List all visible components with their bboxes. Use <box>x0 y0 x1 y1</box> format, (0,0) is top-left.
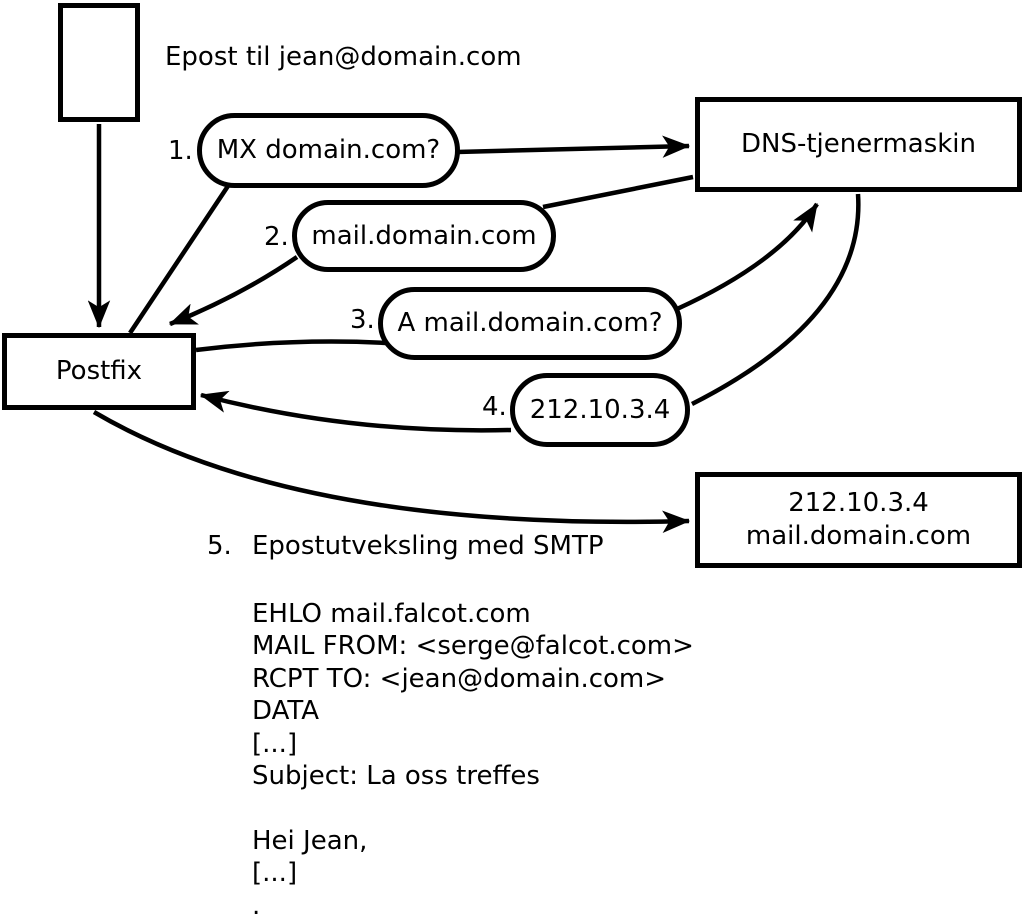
smtp-line-greeting: Hei Jean, <box>252 825 368 856</box>
smtp-line-rcptto: RCPT TO: <jean@domain.com> <box>252 663 667 694</box>
line-dns-to-reply2 <box>542 174 694 210</box>
smtp-line-blank <box>252 792 694 824</box>
step-number-5: 5. <box>207 531 232 561</box>
postfix-node: Postfix <box>2 333 196 410</box>
arrow-query1-to-dns <box>456 135 691 158</box>
arrow-postfix-to-mailserver <box>92 410 691 533</box>
step-number-4: 4. <box>482 392 507 422</box>
smtp-transcript: EHLO mail.falcot.com MAIL FROM: <serge@f… <box>252 598 694 919</box>
pill-mx-reply: mail.domain.com <box>292 200 556 272</box>
pill-a-reply: 212.10.3.4 <box>510 373 690 447</box>
smtp-line-terminator: . <box>252 890 261 919</box>
arrow-reply2-to-postfix <box>168 255 299 327</box>
pill-a-reply-label: 212.10.3.4 <box>529 394 671 425</box>
arrow-query3-to-dns <box>676 202 819 312</box>
smtp-line-data: DATA <box>252 696 319 727</box>
pill-a-query-label: A mail.domain.com? <box>397 308 663 338</box>
step-number-3: 3. <box>350 305 375 335</box>
mailserver-node: 212.10.3.4 mail.domain.com <box>695 472 1022 568</box>
pill-mx-query-label: MX domain.com? <box>216 135 441 165</box>
step-number-1: 1. <box>168 136 193 166</box>
message-box <box>58 3 140 122</box>
dns-server-node: DNS-tjenermaskin <box>695 97 1022 192</box>
pill-a-query: A mail.domain.com? <box>378 287 682 360</box>
line-dns-to-reply4 <box>690 193 861 407</box>
arrow-reply4-to-postfix <box>199 390 512 433</box>
smtp-line-ellipsis-1: [...] <box>252 728 298 759</box>
smtp-line-ehlo: EHLO mail.falcot.com <box>252 599 531 629</box>
dns-server-label: DNS-tjenermaskin <box>740 129 977 159</box>
mailserver-ip: 212.10.3.4 <box>788 488 929 518</box>
pill-mx-reply-label: mail.domain.com <box>311 220 537 251</box>
step-5-label: Epostutveksling med SMTP <box>252 531 604 561</box>
step-number-2: 2. <box>264 222 289 252</box>
mailserver-hostname: mail.domain.com <box>745 521 972 551</box>
smtp-line-mailfrom: MAIL FROM: <serge@falcot.com> <box>252 631 694 662</box>
diagram-title: Epost til jean@domain.com <box>165 42 522 72</box>
line-postfix-to-query3 <box>195 339 405 353</box>
pill-mx-query: MX domain.com? <box>197 113 460 188</box>
postfix-label: Postfix <box>55 356 143 386</box>
smtp-line-subject: Subject: La oss treffes <box>252 760 540 791</box>
line-postfix-to-query1 <box>128 184 230 335</box>
smtp-line-ellipsis-2: [...] <box>252 858 298 889</box>
